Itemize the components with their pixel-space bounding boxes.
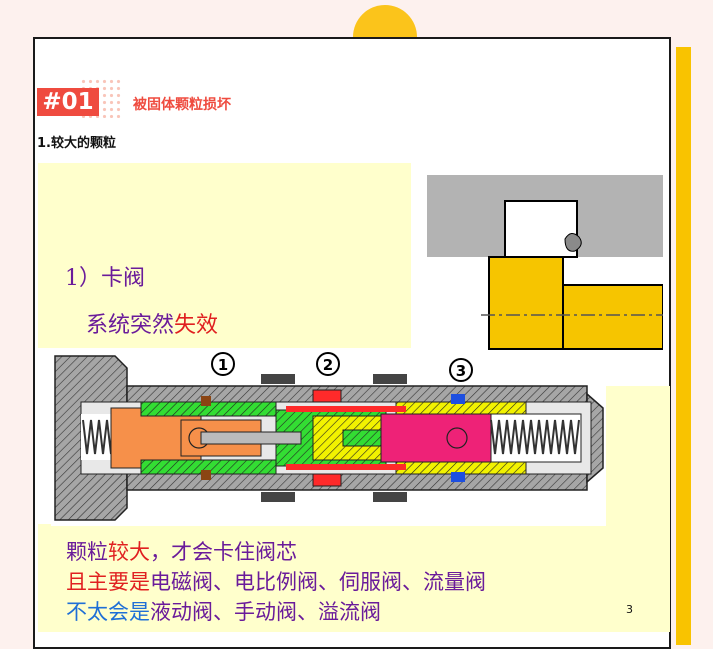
- bottom-text-panel: [38, 524, 670, 632]
- callout-2: 2: [316, 352, 340, 376]
- line1-part-c: ，才会卡住阀芯: [150, 540, 297, 564]
- text-panel: [38, 163, 411, 348]
- item-description: 系统突然失效: [86, 307, 218, 339]
- item-desc-part-a: 系统突然: [86, 313, 175, 338]
- decor-side-bar: [676, 47, 691, 645]
- item-desc-part-b: 失效: [174, 313, 219, 338]
- red-port-top: [312, 389, 342, 403]
- spool-shaft-shape: [562, 284, 663, 350]
- callout-3-label: 3: [456, 362, 466, 380]
- blue-port-bottom: [451, 472, 465, 482]
- section-number-badge: #01: [37, 88, 99, 116]
- right-spring: [490, 419, 580, 455]
- blue-port-top: [451, 394, 465, 404]
- callout-2-label: 2: [323, 356, 333, 374]
- seal-2-top: [373, 374, 407, 384]
- stuck-spool-diagram: [427, 175, 663, 350]
- line1-part-a: 颗粒: [66, 540, 108, 564]
- spool-land-shape: [488, 256, 564, 350]
- seal-1-bottom: [261, 492, 295, 502]
- seal-1-top: [261, 374, 295, 384]
- callout-1-label: 1: [218, 356, 228, 374]
- decor-panel-right: [600, 386, 670, 526]
- red-port-bottom: [312, 473, 342, 487]
- line3-part-a: 不太会是: [66, 600, 150, 624]
- line-2: 且主要是电磁阀、电比例阀、伺服阀、流量阀: [66, 567, 486, 597]
- brown-port-bottom: [201, 470, 211, 480]
- red-channel-bottom: [286, 464, 406, 470]
- red-channel-top: [286, 406, 406, 412]
- line1-part-b: 较大: [108, 540, 150, 564]
- line2-part-b: 电磁阀、电比例阀、伺服阀、流量阀: [150, 570, 486, 594]
- item-title: 1）卡阀: [65, 266, 145, 291]
- seal-2-bottom: [373, 492, 407, 502]
- valve-cross-section: 1 2 3: [51, 350, 606, 526]
- particle-shape: [564, 233, 582, 252]
- subtitle: 1.较大的颗粒: [37, 136, 116, 151]
- page-number: 3: [626, 603, 633, 616]
- bore-shape: [504, 200, 578, 258]
- line-3: 不太会是液动阀、手动阀、溢流阀: [66, 597, 486, 627]
- callout-3: 3: [449, 358, 473, 382]
- section-title: 被固体颗粒损坏: [133, 97, 231, 113]
- line2-part-a: 且主要是: [66, 570, 150, 594]
- line-1: 颗粒较大，才会卡住阀芯: [66, 537, 486, 567]
- callout-1: 1: [211, 352, 235, 376]
- explanation-text: 颗粒较大，才会卡住阀芯 且主要是电磁阀、电比例阀、伺服阀、流量阀 不太会是液动阀…: [66, 537, 486, 627]
- brown-port-top: [201, 396, 211, 406]
- magenta-spool: [380, 413, 492, 463]
- connecting-rod: [200, 431, 302, 445]
- magenta-ball: [446, 427, 468, 449]
- line3-part-b: 液动阀、手动阀、溢流阀: [150, 600, 381, 624]
